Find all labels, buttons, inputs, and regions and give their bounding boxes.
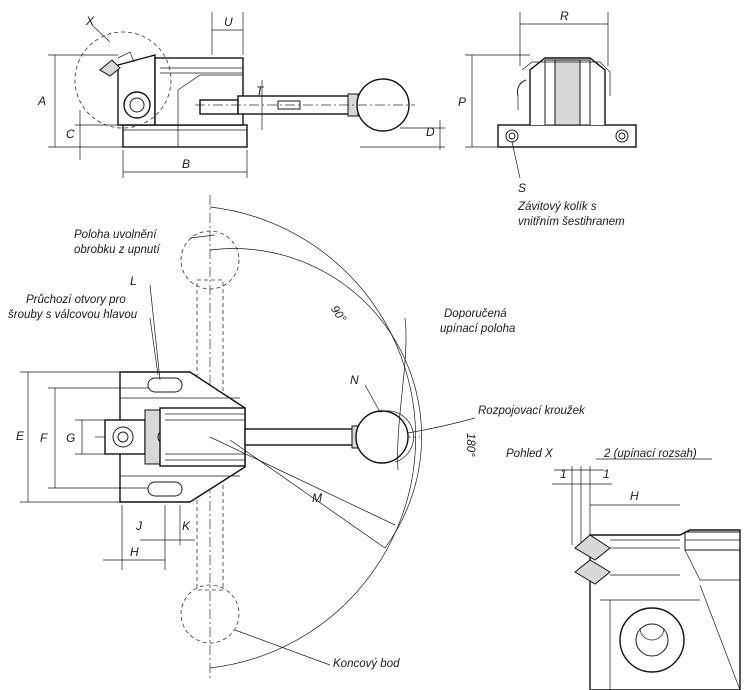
hex-socket	[112, 426, 134, 448]
label-p: P	[458, 95, 466, 109]
note-clamping-range: 2 (upínací rozsah)	[603, 448, 697, 460]
label-c: C	[66, 127, 75, 141]
shaft-end	[199, 99, 239, 115]
label-one-right: 1	[603, 467, 610, 481]
front-base	[497, 124, 637, 148]
side-view: X U A C B T D	[37, 12, 445, 178]
label-u: U	[224, 15, 233, 29]
ball-release	[180, 230, 240, 290]
jaw-teeth	[99, 59, 121, 77]
note-set-screw-2: vnitřním šestihranem	[518, 216, 625, 228]
slot-bottom	[147, 481, 183, 497]
label-x: X	[85, 14, 95, 28]
label-180: 180°	[464, 433, 476, 457]
note-holes-2: šrouby s válcovou hlavou	[8, 309, 138, 321]
label-d: D	[426, 125, 435, 139]
arc-90	[209, 248, 422, 549]
label-a: A	[37, 94, 46, 108]
arc-180	[209, 206, 417, 669]
detail-circle	[74, 31, 172, 129]
note-set-screw-1: Závitový kolík s	[517, 201, 597, 213]
jaw-block	[104, 419, 146, 455]
slot-top	[147, 377, 183, 393]
label-s: S	[518, 181, 526, 195]
note-recommended-2: upínací poloha	[440, 323, 515, 335]
detail-view-x: Pohled X 2 (upínací rozsah) 1 1 H	[506, 448, 741, 690]
label-t: T	[256, 84, 265, 98]
plan-clamp-body	[159, 407, 246, 467]
label-k: K	[182, 519, 191, 533]
note-release-ring: Rozpojovací kroužek	[478, 405, 586, 417]
note-holes-1: Průchozí otvory pro	[26, 294, 126, 306]
ball-end	[180, 584, 240, 644]
label-h-detail: H	[630, 489, 639, 503]
label-one-left: 1	[560, 467, 567, 481]
plan-view: E F G J K H L N M 90° 180° Poloha uvolně…	[8, 195, 586, 680]
detail-teeth-bottom	[574, 559, 611, 585]
label-j: J	[135, 519, 143, 533]
note-recommended-1: Doporučená	[444, 308, 507, 320]
label-b: B	[182, 157, 190, 171]
pivot-hole	[123, 91, 151, 119]
base-block	[122, 124, 248, 148]
label-m: M	[312, 491, 322, 505]
note-release-1: Poloha uvolnění	[74, 229, 158, 241]
plan-handle-ball	[355, 410, 409, 464]
label-n: N	[350, 373, 359, 387]
label-e: E	[16, 429, 25, 443]
plan-handle-shaft	[244, 428, 356, 446]
label-g: G	[66, 431, 75, 445]
label-l: L	[130, 274, 137, 288]
label-f: F	[40, 431, 48, 445]
label-90: 90°	[328, 304, 348, 325]
view-x-title: Pohled X	[506, 448, 554, 460]
label-r: R	[560, 9, 569, 23]
note-release-2: obrobku z upnutí	[74, 244, 161, 256]
note-end-position: Koncový bod	[333, 658, 400, 670]
label-h: H	[130, 545, 139, 559]
front-view: R P S Závitový kolík s vnitřním šestihra…	[458, 9, 637, 228]
